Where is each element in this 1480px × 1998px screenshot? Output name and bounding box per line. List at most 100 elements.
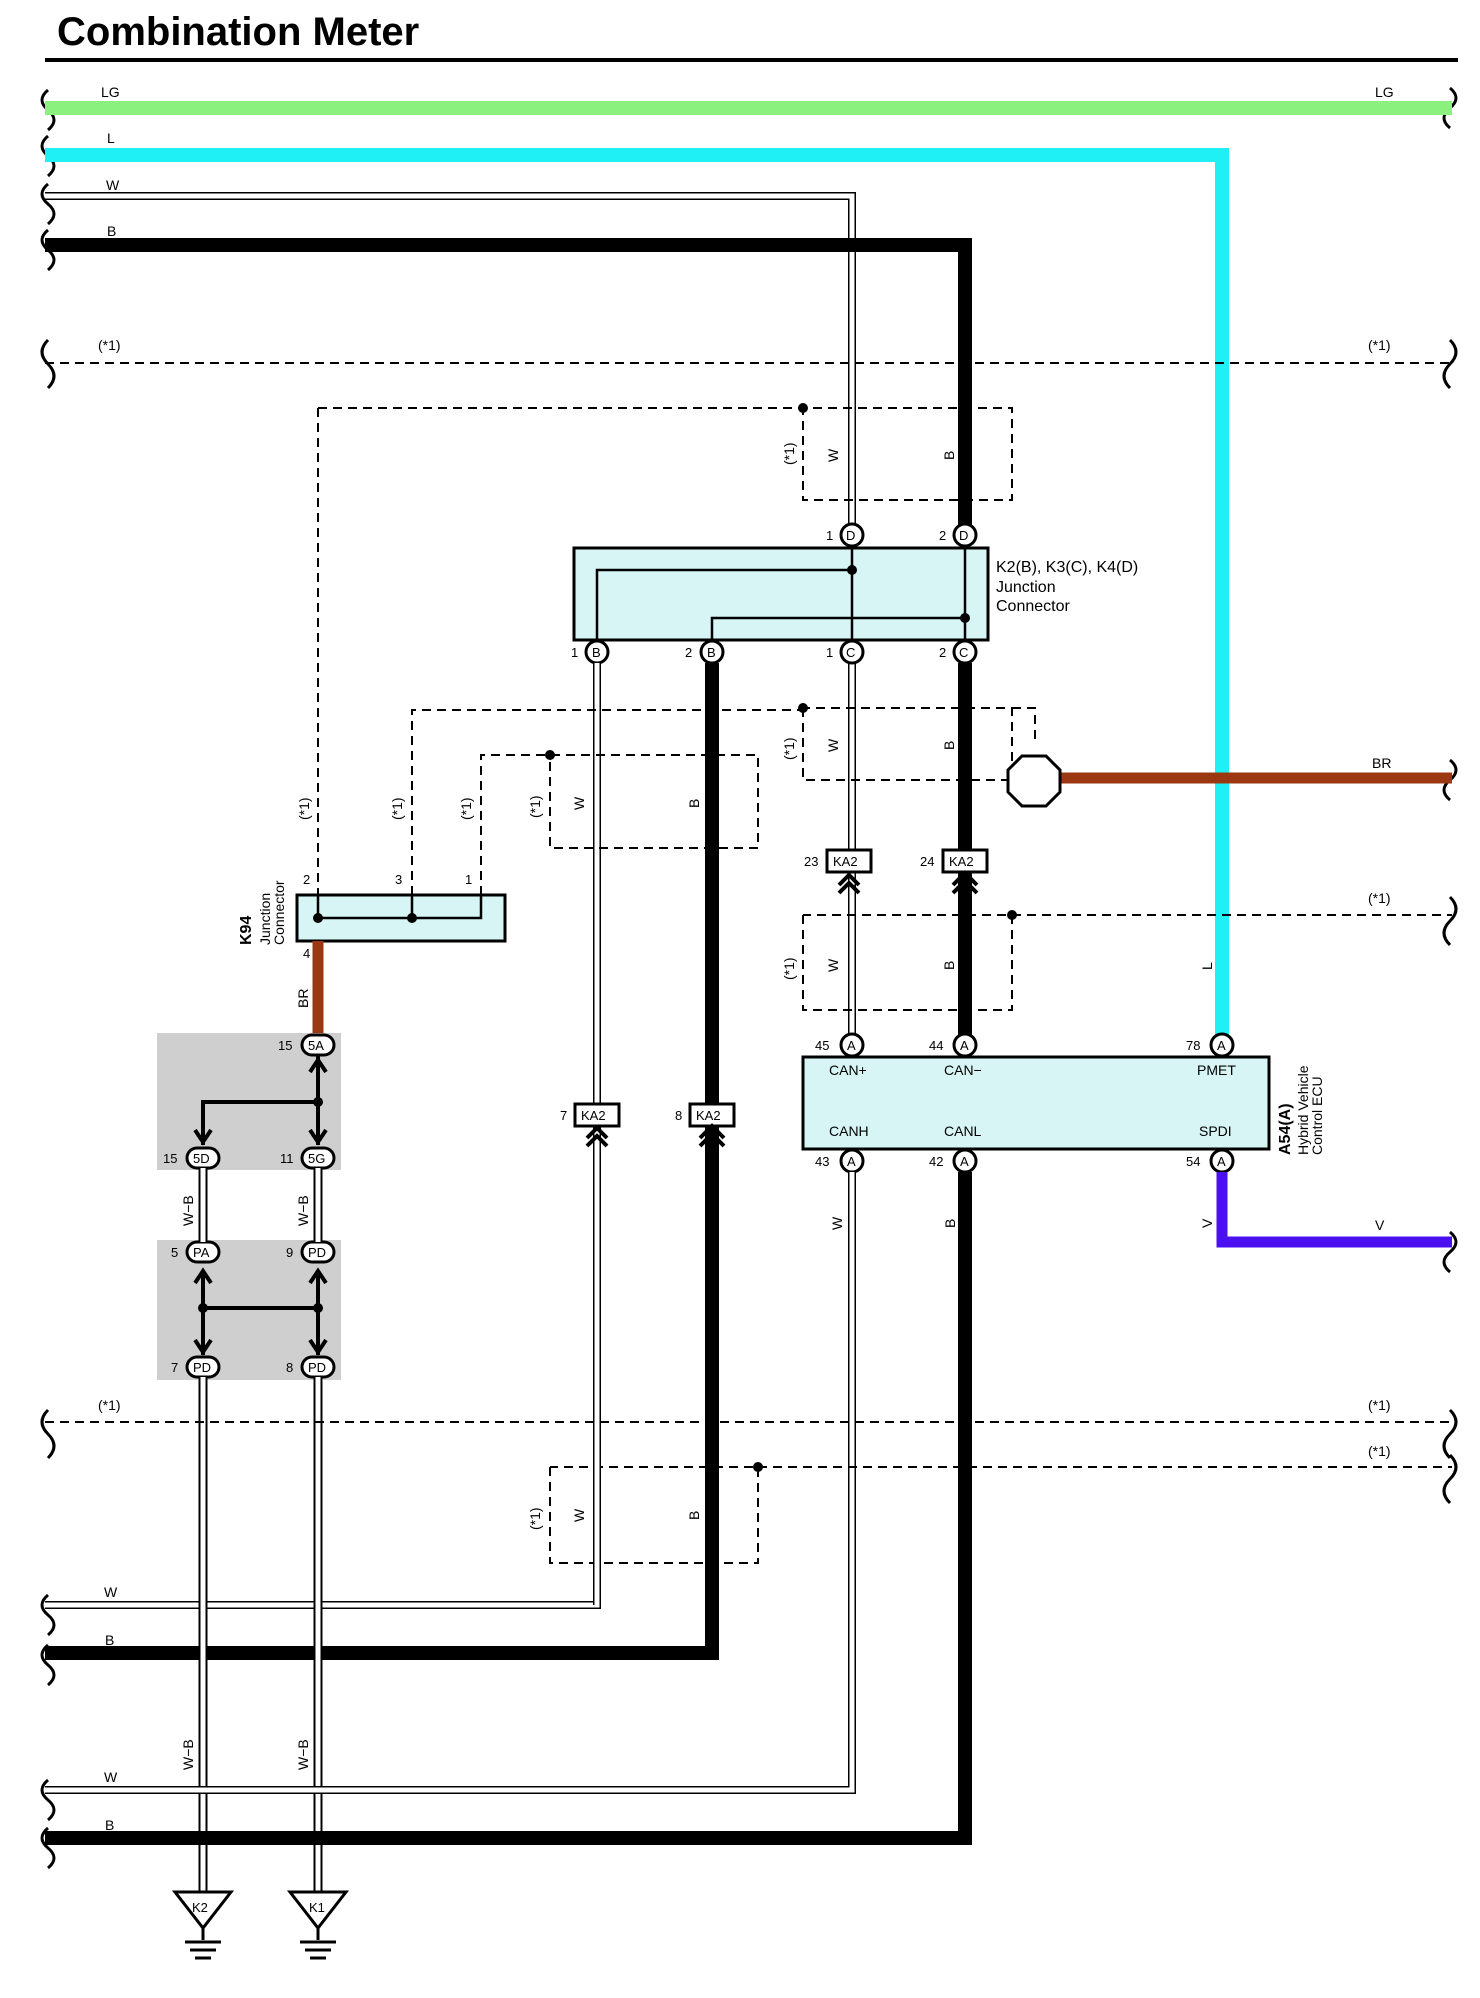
wire-b-top bbox=[45, 238, 972, 537]
diagram-label: (*1) bbox=[1368, 1397, 1391, 1413]
label-l-top: L bbox=[107, 130, 115, 146]
diagram-label: KA2 bbox=[696, 1108, 721, 1123]
diagram-label: CANH bbox=[829, 1123, 869, 1139]
diagram-label: (*1) bbox=[1368, 1443, 1391, 1459]
diagram-label: B bbox=[686, 1511, 702, 1520]
diagram-label: C bbox=[959, 645, 968, 660]
diagram-label: CAN− bbox=[944, 1062, 982, 1078]
diagram-label: K2 bbox=[192, 1900, 208, 1915]
diagram-label: 43 bbox=[815, 1154, 829, 1169]
diagram-label: PD bbox=[308, 1360, 326, 1375]
diagram-label: KA2 bbox=[833, 854, 858, 869]
diagram-label: (*1) bbox=[527, 795, 543, 818]
diagram-label: PD bbox=[308, 1245, 326, 1260]
diagram-label: 1 bbox=[826, 645, 833, 660]
diagram-label: W bbox=[829, 1216, 845, 1230]
diagram-label: Connector bbox=[271, 880, 287, 945]
diagram-label: 1 bbox=[465, 872, 472, 887]
diagram-label: B bbox=[941, 451, 957, 460]
diagram-label: B bbox=[105, 1632, 114, 1648]
wire-wb bbox=[198, 1168, 323, 1895]
diagram-label: W bbox=[825, 738, 841, 752]
diagram-label: W−B bbox=[180, 1195, 196, 1226]
diagram-label: B bbox=[592, 645, 601, 660]
diagram-label: (*1) bbox=[98, 1397, 121, 1413]
diagram-label: 3 bbox=[395, 872, 402, 887]
diagram-label: 2 bbox=[685, 645, 692, 660]
label-star1-a: (*1) bbox=[98, 337, 121, 353]
diagram-label: BR bbox=[1372, 755, 1391, 771]
diagram-label: 5 bbox=[171, 1245, 178, 1260]
connector-ka2-24: KA2 24 bbox=[920, 848, 989, 895]
right-break-marks bbox=[1442, 86, 1458, 1505]
diagram-label: (*1) bbox=[781, 957, 797, 980]
diagram-label: CAN+ bbox=[829, 1062, 867, 1078]
diagram-label: 15 bbox=[278, 1038, 292, 1053]
diagram-label: W−B bbox=[180, 1739, 196, 1770]
diagram-label: BR bbox=[295, 989, 311, 1008]
label-lg-left: LG bbox=[101, 84, 120, 100]
diagram-label: W bbox=[104, 1584, 118, 1600]
diagram-label: 8 bbox=[286, 1360, 293, 1375]
diagram-label: KA2 bbox=[949, 854, 974, 869]
diagram-label: PA bbox=[193, 1245, 210, 1260]
diagram-label: 1 bbox=[826, 528, 833, 543]
diagram-label: 23 bbox=[804, 854, 818, 869]
ground-k1: K1 bbox=[286, 1890, 350, 1960]
diagram-label: 5G bbox=[308, 1151, 325, 1166]
diagram-label: (*1) bbox=[781, 737, 797, 760]
diagram-label: A bbox=[960, 1038, 969, 1053]
diagram-label: 45 bbox=[815, 1038, 829, 1053]
diagram-label: B bbox=[941, 741, 957, 750]
diagram-label: W bbox=[571, 796, 587, 810]
diagram-label: 24 bbox=[920, 854, 934, 869]
diagram-label: W bbox=[104, 1769, 118, 1785]
diagram-label: PMET bbox=[1197, 1062, 1236, 1078]
ground-k2: K2 bbox=[171, 1890, 235, 1960]
diagram-label: D bbox=[846, 528, 855, 543]
label-lg-right: LG bbox=[1375, 84, 1394, 100]
diagram-label: (*1) bbox=[527, 1507, 543, 1530]
diagram-label: Junction bbox=[257, 893, 273, 945]
diagram-label: W−B bbox=[295, 1739, 311, 1770]
diagram-label: SPDI bbox=[1199, 1123, 1232, 1139]
diagram-label: (*1) bbox=[389, 797, 405, 820]
wire-l bbox=[45, 148, 1229, 1045]
a54-id: A54(A) bbox=[1277, 1103, 1294, 1155]
diagram-label: 5D bbox=[193, 1151, 210, 1166]
diagram-label: B bbox=[105, 1817, 114, 1833]
diagram-label: Connector bbox=[996, 598, 1070, 615]
option-box-top bbox=[318, 407, 1013, 501]
wire-b-canl bbox=[45, 1172, 972, 1845]
connector-ka2-23: KA2 23 bbox=[804, 848, 873, 895]
diagram-label: 5A bbox=[308, 1038, 324, 1053]
junction-connector-k2k3k4 bbox=[572, 546, 990, 642]
page-title: Combination Meter bbox=[57, 10, 419, 54]
diagram-label: (*1) bbox=[1368, 890, 1391, 906]
diagram-label: 9 bbox=[286, 1245, 293, 1260]
diagram-label: C bbox=[846, 645, 855, 660]
shield-octagon bbox=[1006, 754, 1062, 808]
diagram-label: PD bbox=[193, 1360, 211, 1375]
diagram-label: (*1) bbox=[458, 797, 474, 820]
diagram-label: Control ECU bbox=[1309, 1076, 1325, 1155]
diagram-label: 1 bbox=[571, 645, 578, 660]
diagram-label: 78 bbox=[1186, 1038, 1200, 1053]
diagram-label: W bbox=[571, 1508, 587, 1522]
k94-id: K94 bbox=[238, 916, 255, 945]
diagram-label: B bbox=[707, 645, 716, 660]
diagram-label: B bbox=[941, 961, 957, 970]
label-star1-vert-top: (*1) bbox=[781, 442, 797, 465]
label-star1-b: (*1) bbox=[1368, 337, 1391, 353]
diagram-label: K1 bbox=[309, 1900, 325, 1915]
diagram-label: A bbox=[1217, 1154, 1226, 1169]
diagram-label: Hybrid Vehicle bbox=[1295, 1065, 1311, 1155]
connector-ka2-8: KA2 8 bbox=[675, 1102, 736, 1148]
diagram-label: A bbox=[847, 1154, 856, 1169]
diagram-label: CANL bbox=[944, 1123, 982, 1139]
diagram-label: 8 bbox=[675, 1108, 682, 1123]
diagram-label: B bbox=[942, 1219, 958, 1228]
k2k3k4-id: K2(B), K3(C), K4(D) bbox=[996, 559, 1138, 576]
wire-v-spdi bbox=[1216, 1172, 1452, 1248]
